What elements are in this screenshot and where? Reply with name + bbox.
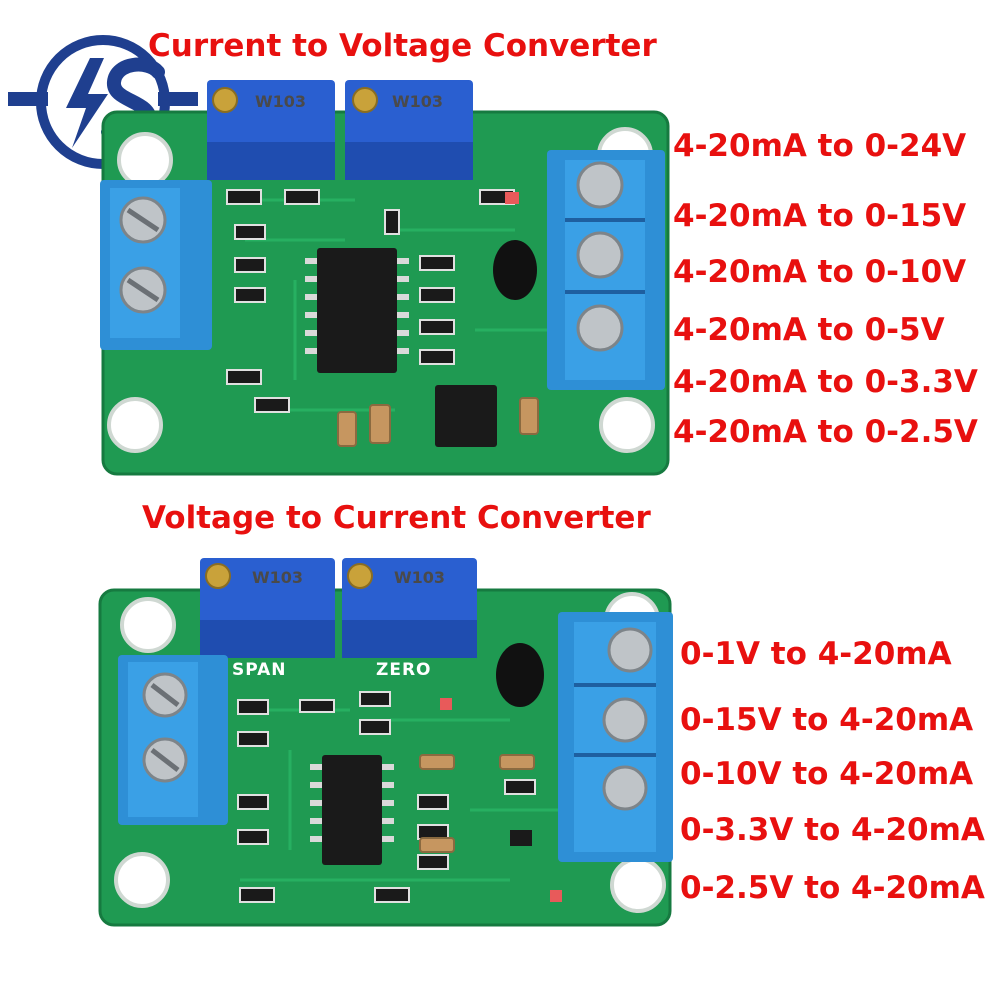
pot-label: W103 xyxy=(392,92,444,111)
smd-capacitors xyxy=(337,397,539,447)
op-amp-ic xyxy=(317,248,397,373)
bottom-pcb-board xyxy=(98,558,673,927)
mounting-hole xyxy=(107,397,163,453)
transistor xyxy=(496,643,544,707)
regulator-ic xyxy=(435,385,497,447)
pot-label: W103 xyxy=(394,568,446,587)
led xyxy=(440,698,452,710)
spec-item: 0-1V to 4-20mA xyxy=(680,636,952,672)
spec-item: 4-20mA to 0-15V xyxy=(673,198,967,234)
smd-resistors xyxy=(226,189,515,413)
spec-item: 4-20mA to 0-2.5V xyxy=(673,414,978,450)
top-pcb-board xyxy=(100,80,670,476)
pot-label: W103 xyxy=(255,92,307,111)
pot-label: W103 xyxy=(252,568,304,587)
smd-capacitors xyxy=(419,754,535,853)
spec-item: 4-20mA to 0-24V xyxy=(673,128,967,164)
op-amp-ic xyxy=(322,755,382,865)
bottom-board-title: Voltage to Current Converter xyxy=(142,500,651,536)
silkscreen-span: SPAN xyxy=(232,660,287,680)
spec-item: 0-2.5V to 4-20mA xyxy=(680,870,985,906)
mounting-hole xyxy=(610,857,666,913)
transistor xyxy=(493,240,537,300)
mounting-hole xyxy=(117,132,173,188)
silkscreen-zero: ZERO xyxy=(376,660,432,680)
mounting-hole xyxy=(114,852,170,908)
sot23-transistor xyxy=(510,830,532,846)
top-board-title: Current to Voltage Converter xyxy=(148,28,657,64)
led xyxy=(505,192,519,204)
spec-item: 4-20mA to 0-10V xyxy=(673,254,967,290)
spec-item: 4-20mA to 0-5V xyxy=(673,312,945,348)
spec-item: 0-3.3V to 4-20mA xyxy=(680,812,985,848)
spec-item: 0-15V to 4-20mA xyxy=(680,702,974,738)
spec-item: 0-10V to 4-20mA xyxy=(680,756,974,792)
spec-item: 4-20mA to 0-3.3V xyxy=(673,364,978,400)
mounting-hole xyxy=(120,597,176,653)
mounting-hole xyxy=(599,397,655,453)
led xyxy=(550,890,562,902)
smd-resistors xyxy=(237,691,536,903)
